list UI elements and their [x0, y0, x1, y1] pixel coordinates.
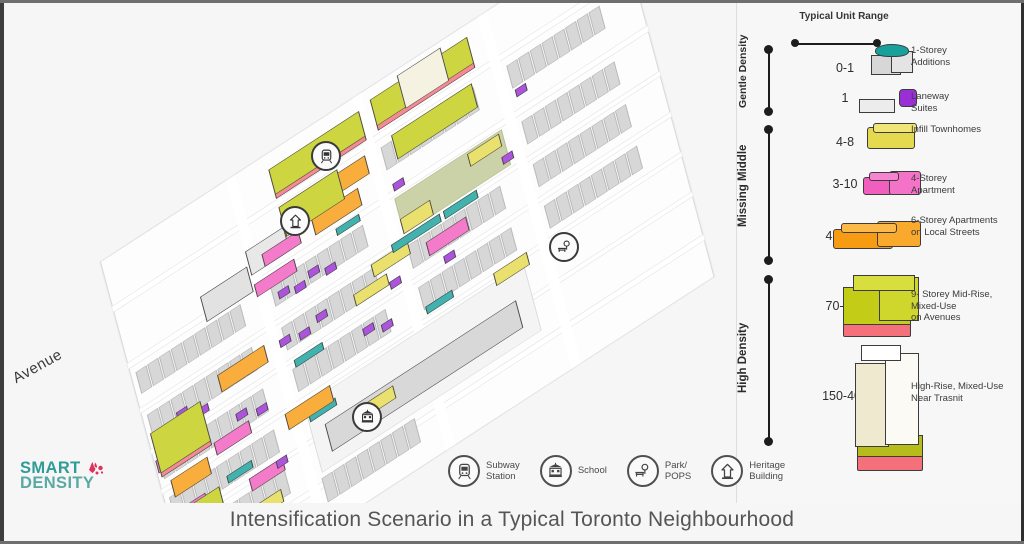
- map-icon-legend: Subway Station School: [448, 455, 785, 487]
- legend-label-six-storey: 6-Storey Apartments on Local Streets: [911, 215, 998, 238]
- legend-art-infill-townhomes: [863, 121, 925, 155]
- group-bracket-gentle-density: [764, 45, 773, 116]
- school-icon: [361, 409, 373, 422]
- range-axis-line: [795, 42, 877, 45]
- legend-art-mid-rise: [835, 267, 929, 345]
- page-title: Intensification Scenario in a Typical To…: [229, 508, 795, 531]
- bracket-dot-bottom: [764, 107, 773, 116]
- legend-art-rooftop-addition: [865, 41, 923, 79]
- subway-icon: [320, 149, 332, 163]
- legend-art-high-rise: [841, 343, 933, 493]
- bracket-dot-bottom: [764, 256, 773, 265]
- group-bracket-missing-middle: [764, 125, 773, 265]
- key-label-park-pops: Park/ POPS: [664, 459, 692, 483]
- legend-label-laneway-suite: Laneway Suites: [911, 91, 950, 114]
- unit-range-value: 1: [841, 91, 849, 105]
- map-stage: [100, 3, 715, 503]
- key-item-heritage-building: Heritage Building: [711, 455, 785, 487]
- key-item-school: School: [539, 455, 607, 487]
- bracket-line: [767, 49, 770, 112]
- range-axis-dot-left: [791, 39, 799, 47]
- range-axis-bar: [791, 39, 881, 48]
- legend-art-four-storey: [861, 167, 931, 201]
- isometric-neighbourhood-map: Avenue: [0, 3, 736, 503]
- density-legend-panel: Typical Unit Range Gentle Density Missin…: [736, 3, 1024, 503]
- heritage-building-marker[interactable]: [280, 206, 310, 236]
- park-icon: [626, 455, 659, 487]
- key-item-subway-station: Subway Station: [448, 455, 520, 487]
- group-label-gentle-density: Gentle Density: [737, 34, 749, 108]
- subway-icon: [448, 455, 480, 487]
- legend-label-infill-townhomes: Infill Townhomes: [911, 124, 982, 135]
- bracket-line: [767, 129, 770, 261]
- park-icon: [557, 240, 570, 252]
- school-icon: [539, 455, 572, 487]
- heritage-icon: [289, 214, 301, 228]
- legend-art-laneway-suite: [859, 87, 923, 117]
- legend-label-rooftop-addition: 1-Storey Additions: [911, 45, 951, 68]
- legend-header: Typical Unit Range: [799, 11, 889, 22]
- bracket-dot-bottom: [764, 437, 773, 446]
- heritage-icon: [711, 455, 744, 487]
- park-pops-marker[interactable]: [549, 232, 579, 262]
- group-bracket-high-density: [764, 275, 773, 446]
- unit-range-value: 3-10: [832, 177, 858, 191]
- smart-density-logo[interactable]: SMART DENSITY: [20, 459, 104, 492]
- subway-station-marker[interactable]: [311, 141, 341, 171]
- avenue-label: Avenue: [9, 346, 66, 387]
- school-marker[interactable]: [352, 402, 382, 432]
- legend-label-high-rise: High-Rise, Mixed-Use Near Trasnit: [911, 381, 1004, 404]
- bracket-line: [767, 279, 770, 442]
- unit-range-value: 4-8: [835, 135, 855, 149]
- group-label-missing-middle: Missing Middle: [737, 144, 749, 227]
- key-item-park-pops: Park/ POPS: [626, 455, 692, 487]
- key-label-heritage-building: Heritage Building: [749, 459, 786, 483]
- maple-leaf-icon: [89, 462, 104, 475]
- key-label-school: School: [577, 465, 607, 477]
- logo-line-smart: SMART: [20, 459, 81, 477]
- range-axis-dot-right: [873, 39, 881, 47]
- legend-label-mid-rise: 9- Storey Mid-Rise, Mixed-Use on Avenues: [911, 289, 993, 323]
- logo-line-density: DENSITY: [20, 474, 95, 492]
- group-label-high-density: High Density: [737, 322, 749, 393]
- unit-range-value: 0-1: [835, 61, 855, 75]
- key-label-subway-station: Subway Station: [486, 459, 520, 483]
- legend-label-four-storey: 4-Storey Apartment: [911, 173, 955, 196]
- legend-art-six-storey: [831, 213, 927, 257]
